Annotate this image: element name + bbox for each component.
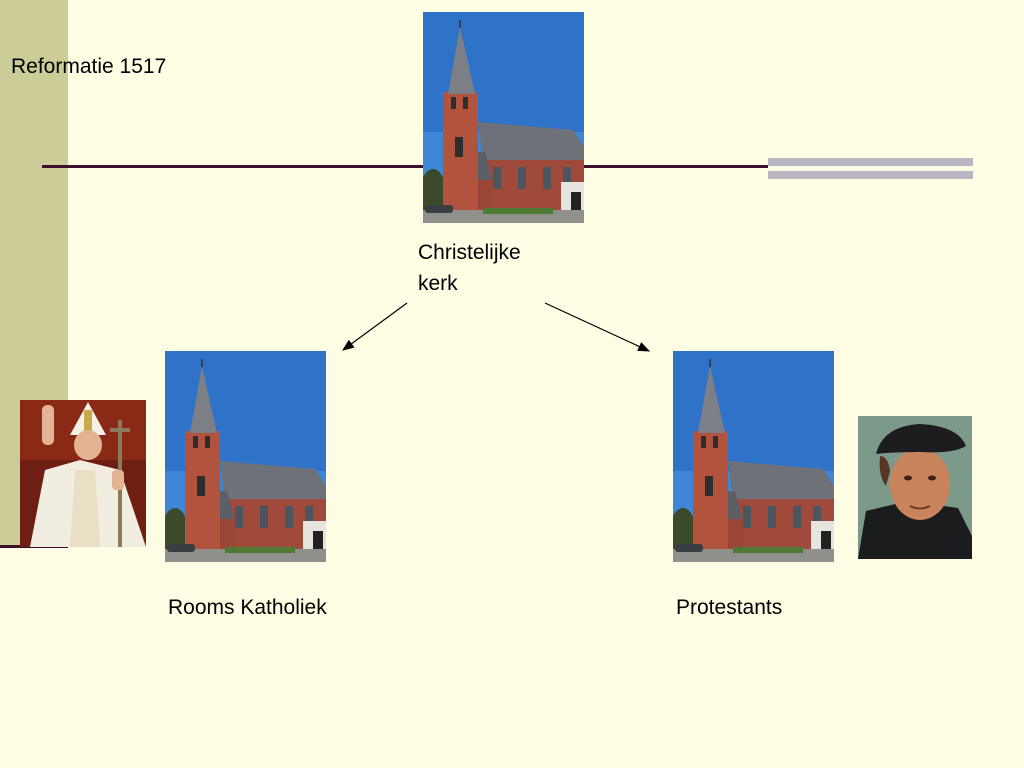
pope-photo <box>20 400 146 547</box>
root-label-line1: Christelijke <box>418 241 521 264</box>
root-label: Christelijke kerk <box>418 237 521 299</box>
arrow-left <box>342 302 408 351</box>
luther-portrait <box>858 416 972 559</box>
church-photo-left <box>165 351 326 562</box>
arrow-right <box>544 302 651 352</box>
slide-title: Reformatie 1517 <box>11 55 167 78</box>
right-branch-label: Protestants <box>676 596 783 619</box>
church-photo-right <box>673 351 834 562</box>
church-photo-top <box>423 12 584 223</box>
accent-bar <box>768 158 973 179</box>
root-label-line2: kerk <box>418 272 458 295</box>
left-branch-label: Rooms Katholiek <box>168 596 327 619</box>
